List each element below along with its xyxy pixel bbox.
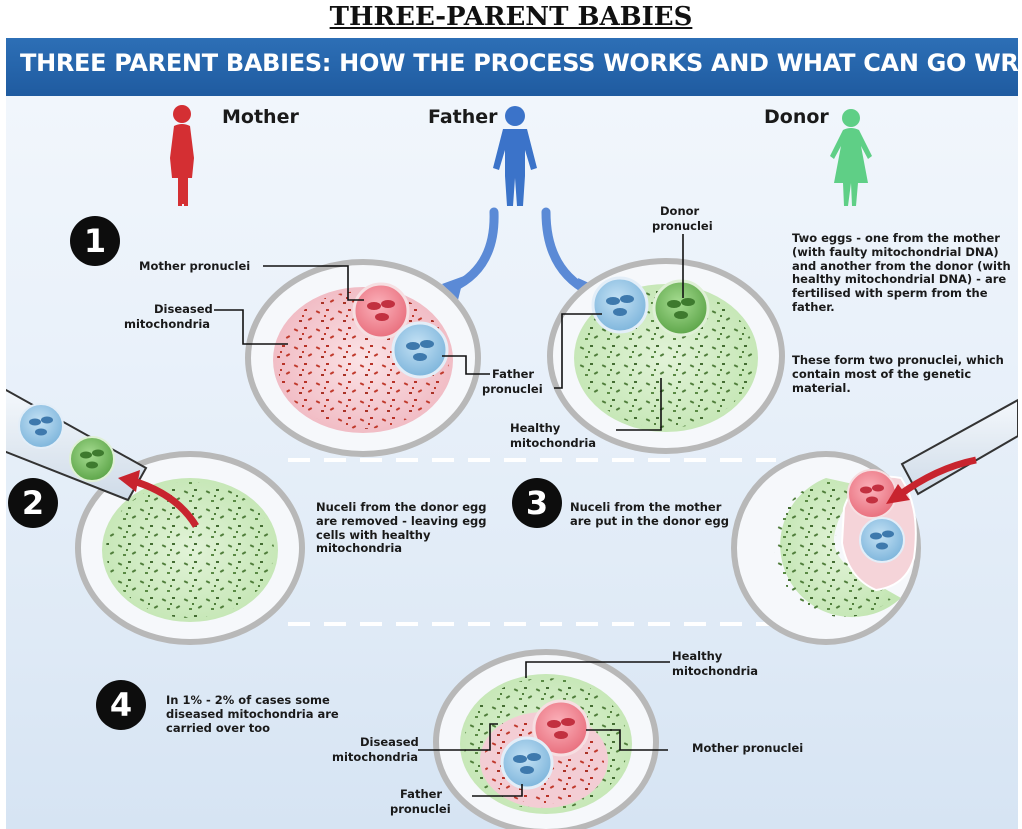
step4-diseased-label-1: Diseased [360, 736, 419, 750]
donor-pronuclei-label-2: pronuclei [652, 220, 713, 234]
mother-label: Mother [222, 106, 299, 129]
step4-healthy-label-2: mitochondria [672, 665, 758, 679]
donor-pronuclei-label-1: Donor [660, 205, 699, 219]
step4-mother-pronuclei-label: Mother pronuclei [692, 742, 803, 756]
step3-egg [734, 454, 918, 642]
mother-pronuclei-label: Mother pronuclei [139, 260, 250, 274]
step2-description: Nuceli from the donor egg are removed - … [316, 501, 496, 556]
infographic-panel: THREE PARENT BABIES: HOW THE PROCESS WOR… [6, 38, 1018, 829]
healthy-mitochondria-label-1: Healthy [510, 422, 560, 436]
donor-label: Donor [764, 106, 829, 129]
healthy-mitochondria-label-2: mitochondria [510, 437, 596, 451]
donor-figure [830, 109, 872, 206]
diseased-mitochondria-label-1: Diseased [154, 303, 213, 317]
donor-egg [550, 261, 782, 451]
step4-egg [436, 652, 656, 829]
mother-egg [248, 262, 478, 454]
step-2-badge: 2 [8, 478, 58, 528]
step4-healthy-label-1: Healthy [672, 650, 722, 664]
mother-figure [170, 105, 194, 206]
father-label: Father [428, 106, 498, 129]
diseased-mitochondria-label-2: mitochondria [124, 318, 210, 332]
arrow-to-donor-egg [546, 212, 590, 292]
step1-description-2: These form two pronuclei, which contain … [792, 354, 1014, 395]
step4-father-label-2: pronuclei [390, 803, 451, 817]
step4-description: In 1% - 2% of cases some diseased mitoch… [166, 694, 346, 735]
step3-description: Nuceli from the mother are put in the do… [570, 501, 740, 529]
step1-description: Two eggs - one from the mother (with fau… [792, 232, 1018, 315]
step-1-badge: 1 [70, 216, 120, 266]
step-4-badge: 4 [96, 680, 146, 730]
father-pronuclei-label-2: pronuclei [482, 383, 543, 397]
step-3-badge: 3 [512, 478, 562, 528]
step4-father-label-1: Father [400, 788, 442, 802]
step4-diseased-label-2: mitochondria [332, 751, 418, 765]
arrow-to-mother-egg [452, 212, 494, 288]
page-title: THREE-PARENT BABIES [0, 2, 1022, 38]
father-pronuclei-label-1: Father [492, 368, 534, 382]
father-figure [493, 106, 537, 206]
